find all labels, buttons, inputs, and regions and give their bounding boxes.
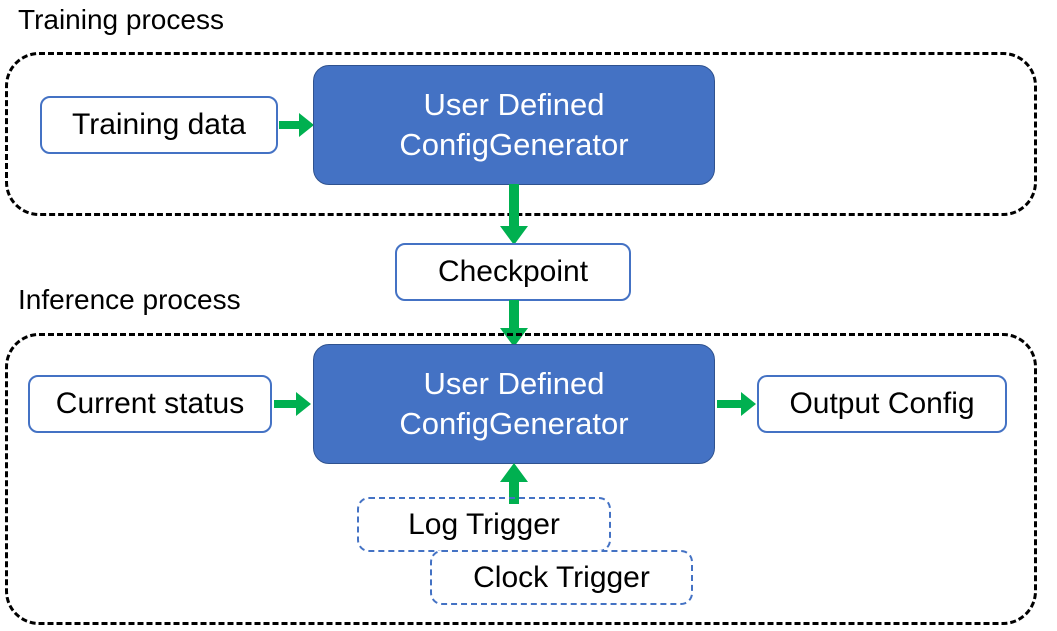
training-process-label: Training process	[18, 4, 224, 35]
arrow-training-data-to-generator	[279, 110, 315, 140]
arrow-generator-to-output-config	[717, 389, 757, 419]
inference-config-generator-box[interactable]: User Defined ConfigGenerator	[313, 344, 715, 464]
output-config-box[interactable]: Output Config	[757, 375, 1007, 433]
training-config-generator-box[interactable]: User Defined ConfigGenerator	[313, 65, 715, 185]
inference-generator-line1: User Defined	[423, 366, 605, 401]
inference-process-label: Inference process	[18, 284, 241, 315]
training-data-box[interactable]: Training data	[40, 96, 278, 154]
clock-trigger-box[interactable]: Clock Trigger	[430, 550, 693, 605]
arrow-generator-to-checkpoint	[497, 184, 531, 246]
inference-generator-line2: ConfigGenerator	[399, 406, 629, 441]
checkpoint-box[interactable]: Checkpoint	[395, 243, 631, 301]
training-generator-line1: User Defined	[423, 87, 605, 122]
current-status-box[interactable]: Current status	[28, 375, 272, 433]
training-generator-line2: ConfigGenerator	[399, 127, 629, 162]
log-trigger-box[interactable]: Log Trigger	[357, 497, 611, 552]
arrow-triggers-to-generator	[497, 463, 531, 505]
inference-process-container	[5, 333, 1037, 625]
training-process-container	[5, 52, 1037, 216]
arrow-current-status-to-generator	[274, 389, 312, 419]
